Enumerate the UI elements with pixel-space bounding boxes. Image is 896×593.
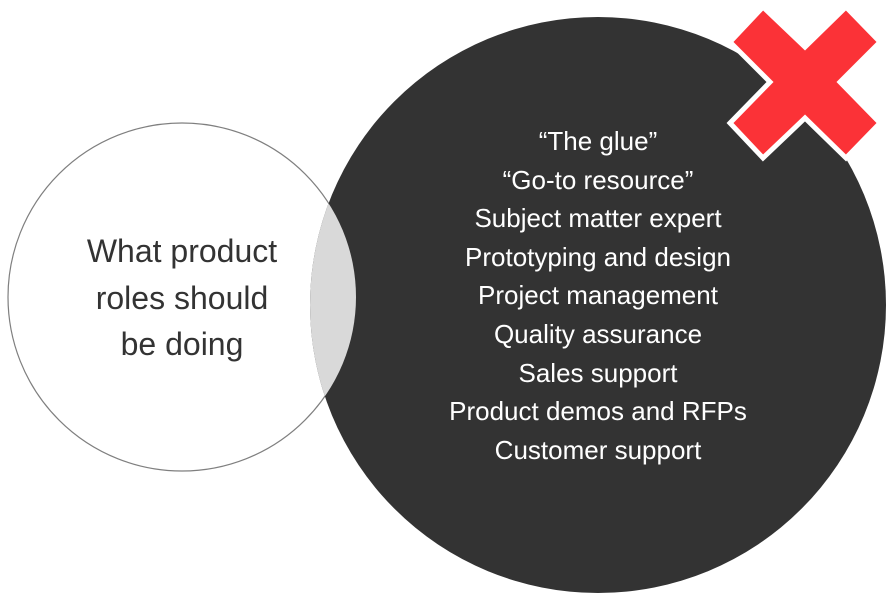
- role-item: Project management: [478, 280, 718, 311]
- left-label-line: be doing: [120, 326, 244, 362]
- role-item: Subject matter expert: [474, 203, 722, 234]
- right-circle: [310, 17, 886, 593]
- role-item: “Go-to resource”: [502, 164, 694, 195]
- role-item: Customer support: [494, 434, 702, 465]
- role-item: Sales support: [518, 357, 678, 388]
- left-label-line: What product: [86, 233, 278, 269]
- role-item: Prototyping and design: [465, 241, 731, 272]
- left-circle-label: What product roles should be doing: [32, 228, 332, 368]
- left-label-line: roles should: [95, 279, 269, 316]
- role-item: “The glue”: [538, 126, 658, 156]
- role-item: Product demos and RFPs: [449, 396, 747, 427]
- x-mark-icon: [726, 3, 884, 162]
- role-item: Quality assurance: [493, 318, 703, 349]
- right-circle-list: “The glue” “Go-to resource” Subject matt…: [398, 122, 798, 469]
